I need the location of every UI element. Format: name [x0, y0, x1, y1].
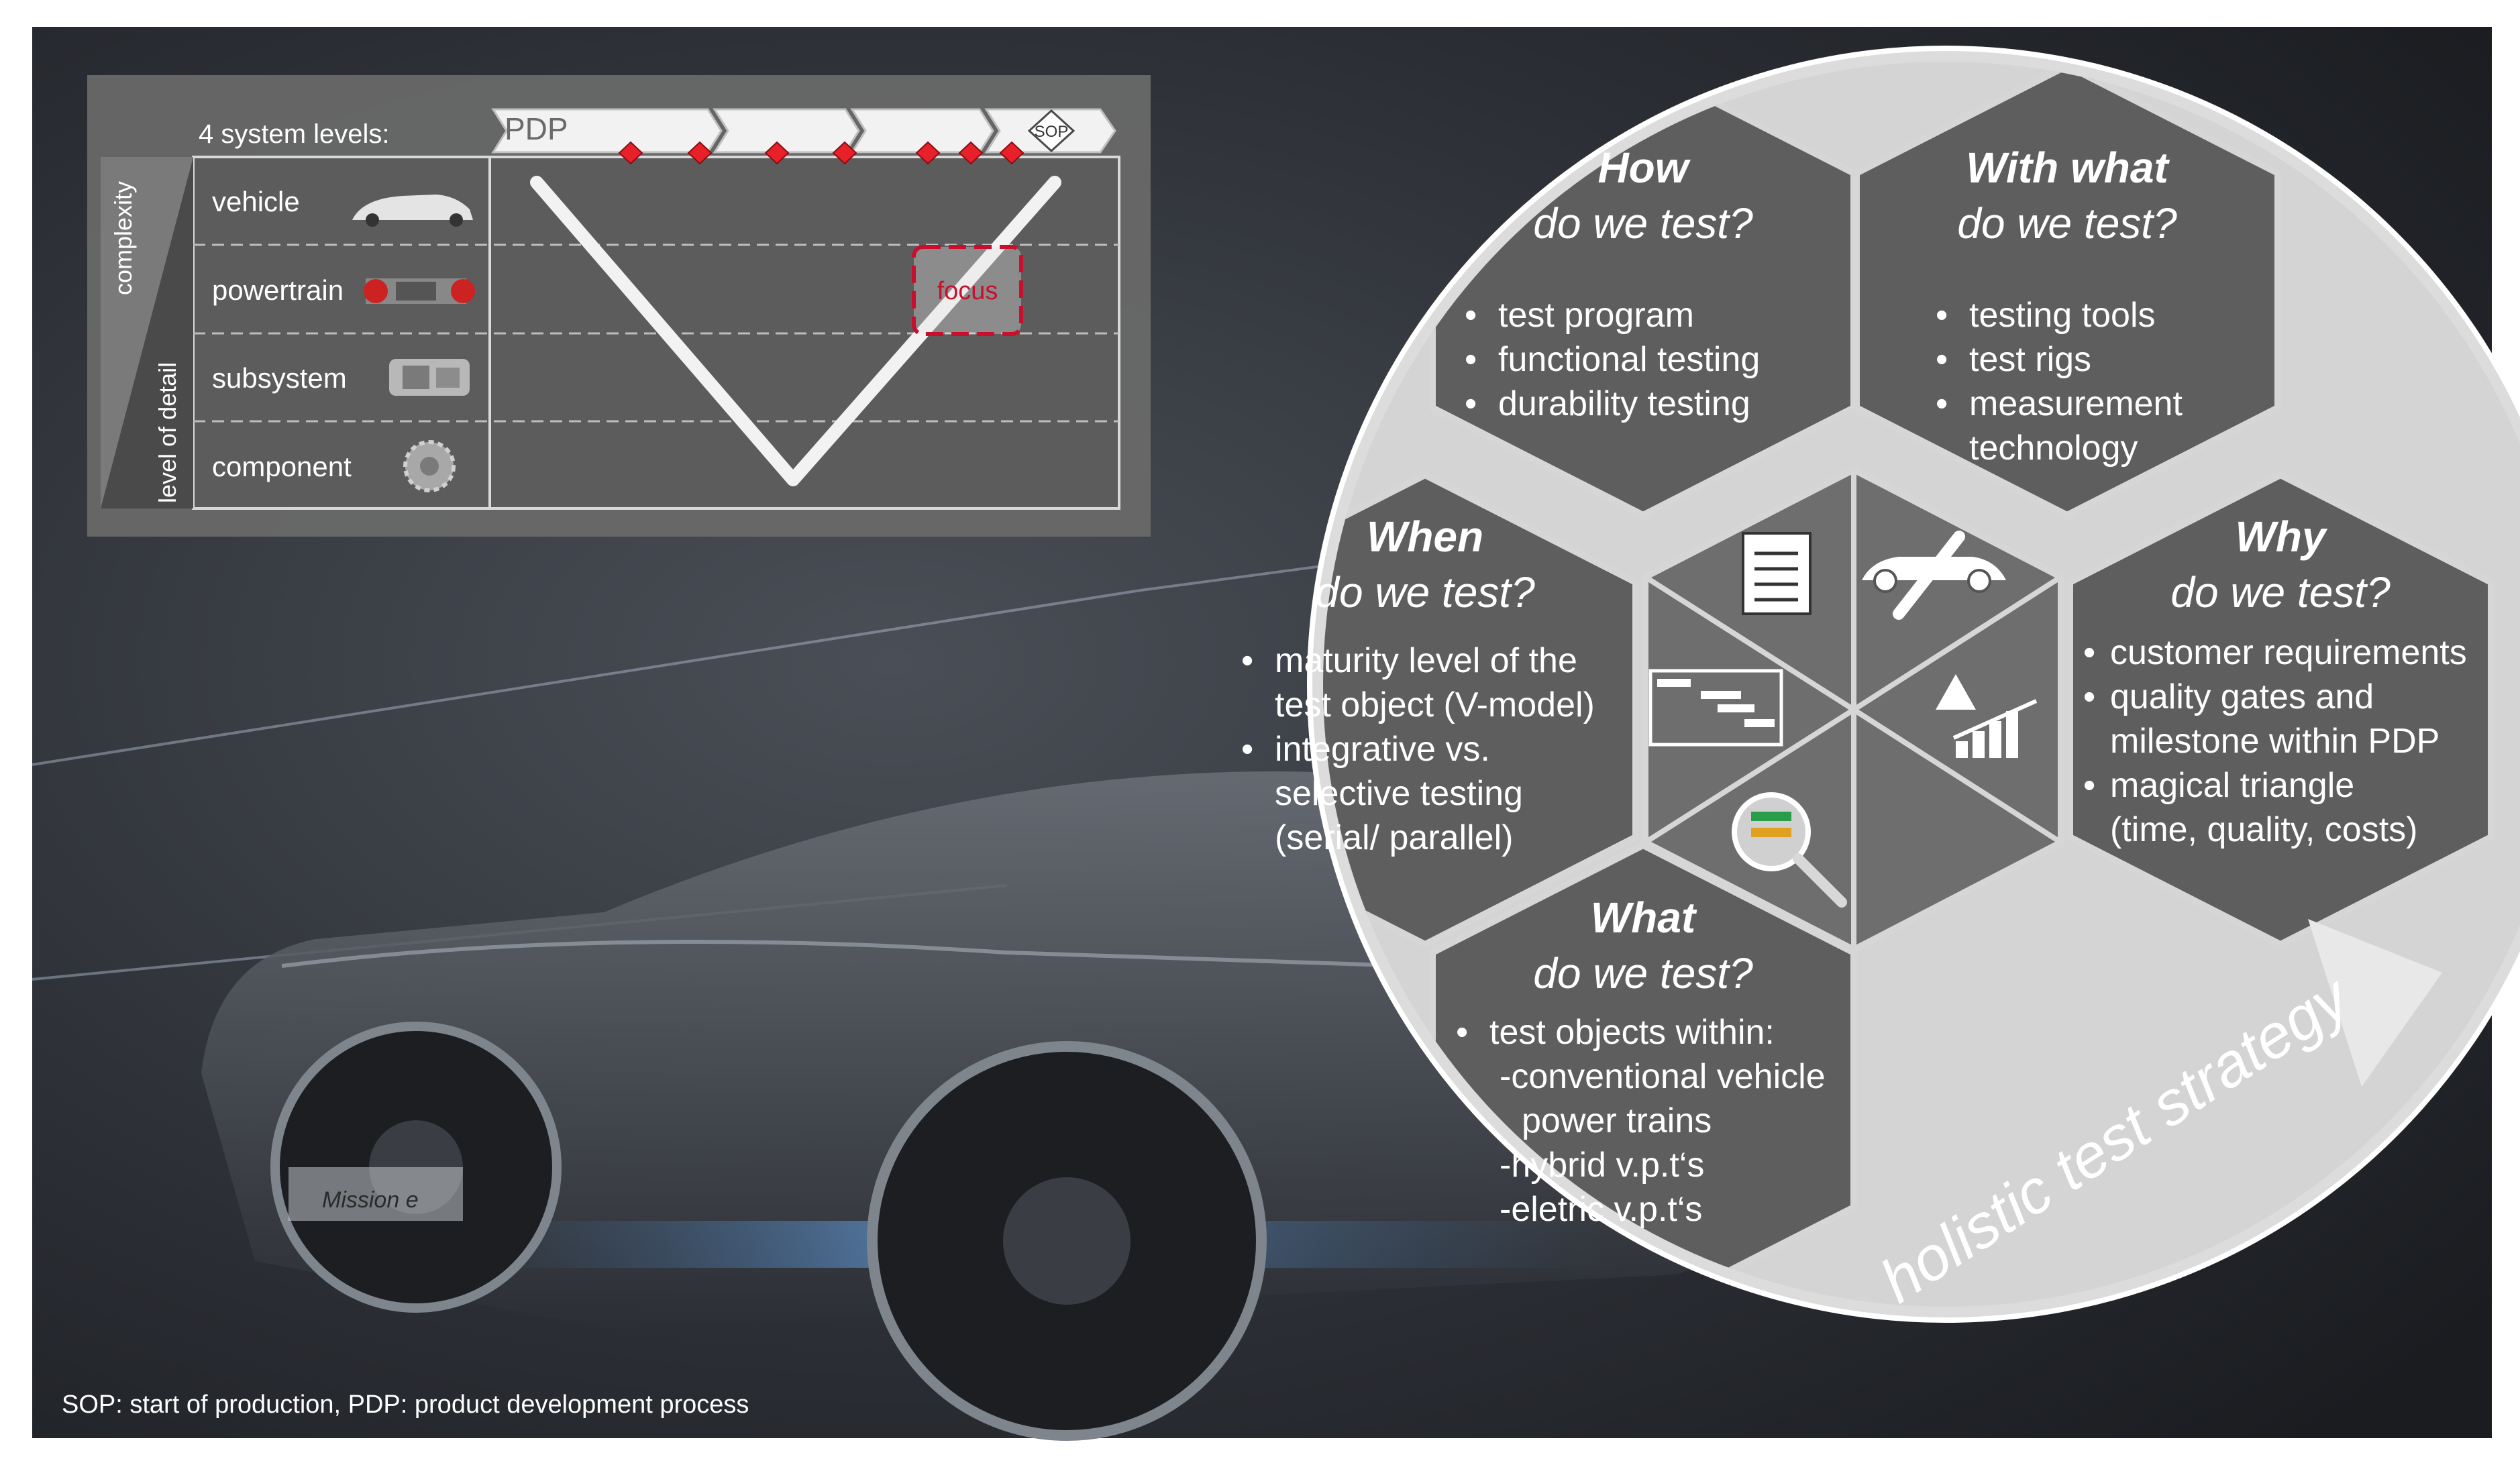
svg-text:•: • [1456, 1013, 1468, 1052]
svg-text:•: • [1241, 641, 1253, 680]
svg-text:SOP: SOP [1035, 123, 1069, 141]
ring-arrow [2308, 919, 2442, 1087]
level-component: component [212, 451, 352, 482]
how-bullet: durability testing [1498, 384, 1750, 423]
footnote: SOP: start of production, PDP: product d… [62, 1391, 749, 1419]
v-model-curve [530, 176, 1061, 486]
what-bullet: -eletric v.p.t‘s [1500, 1190, 1702, 1229]
magnifier-icon [1732, 792, 1847, 908]
car-wrench-icon [1862, 531, 2006, 620]
sop-milestone: SOP [1027, 109, 1075, 153]
milestone-marker [618, 141, 643, 165]
with-what-subtitle: do we test? [1957, 199, 2177, 248]
milestone-marker [958, 141, 984, 165]
with-what-title: With what [1966, 144, 2170, 192]
what-bullet: power trains [1522, 1101, 1712, 1140]
how-bullet: functional testing [1498, 340, 1760, 379]
how-title: How [1597, 144, 1691, 192]
with-what-bullet: measurement [1969, 384, 2183, 423]
svg-text:focus: focus [937, 277, 998, 305]
level-of-detail-label: level of detail [154, 362, 181, 503]
how-subtitle: do we test? [1533, 199, 1753, 248]
when-subtitle: do we test? [1315, 568, 1535, 616]
complexity-label: complexity [109, 181, 137, 295]
when-bullets: • maturity level of the test object (V-m… [1241, 641, 1595, 857]
milestone-marker [999, 141, 1025, 165]
milestone-marker [764, 141, 790, 165]
svg-text:•: • [1936, 384, 1948, 423]
why-bullet: (time, quality, costs) [2110, 810, 2417, 849]
what-subtitle: do we test? [1533, 949, 1753, 997]
vehicle-icon [352, 195, 473, 227]
why-bullet: magical triangle [2110, 766, 2354, 805]
level-subsystem: subsystem [212, 362, 347, 394]
with-what-bullets: • testing tools • test rigs • measuremen… [1936, 296, 2183, 468]
svg-text:•: • [2083, 633, 2095, 672]
why-title: Why [2235, 512, 2328, 561]
why-bullet: milestone within PDP [2110, 722, 2439, 761]
pdp-timeline [491, 108, 1116, 154]
why-subtitle: do we test? [2170, 568, 2391, 616]
component-icon [403, 440, 456, 492]
what-bullet: test objects within: [1489, 1013, 1775, 1052]
subsystem-icon [389, 359, 470, 396]
system-levels-label: 4 system levels: [199, 119, 390, 149]
when-bullet: test object (V-model) [1275, 686, 1595, 724]
milestone-marker [832, 141, 857, 165]
hex-why [2066, 471, 2495, 948]
with-what-bullet: testing tools [1969, 296, 2156, 335]
when-title: When [1367, 512, 1483, 561]
v-model-panel: complexity level of detail 4 system leve… [87, 75, 1151, 537]
svg-text:•: • [2083, 766, 2095, 805]
pdp-label: PDP [505, 111, 568, 146]
when-bullet: integrative vs. [1275, 730, 1490, 769]
svg-text:•: • [1465, 296, 1477, 335]
milestone-marker [915, 141, 941, 165]
why-bullet: quality gates and [2110, 677, 2374, 716]
powertrain-icon [364, 278, 475, 304]
when-bullet: maturity level of the [1275, 641, 1577, 680]
hex-when [1323, 471, 1639, 948]
when-bullet: (serial/ parallel) [1275, 818, 1513, 857]
strategy-circle: holistic test strategy [1241, 46, 2520, 1323]
svg-text:•: • [1936, 340, 1948, 379]
svg-text:•: • [1465, 340, 1477, 379]
level-vehicle: vehicle [212, 186, 300, 217]
svg-text:•: • [1241, 730, 1253, 769]
what-bullet: -hybrid v.p.t‘s [1500, 1146, 1704, 1185]
svg-text:•: • [1465, 384, 1477, 423]
with-what-bullet: test rigs [1969, 340, 2091, 379]
document-icon [1742, 532, 1812, 615]
focus-box: focus [912, 245, 1023, 336]
what-bullet: -conventional vehicle [1500, 1057, 1826, 1096]
why-bullet: customer requirements [2110, 633, 2467, 672]
how-bullet: test program [1498, 296, 1694, 335]
milestone-markers [618, 141, 1025, 165]
why-bullets: • customer requirements • quality gates … [2083, 633, 2467, 849]
car-badge: Mission e [322, 1187, 419, 1213]
when-bullet: selective testing [1275, 774, 1523, 813]
with-what-bullet: technology [1969, 429, 2138, 468]
level-powertrain: powertrain [212, 274, 344, 306]
svg-text:•: • [2083, 677, 2095, 716]
svg-text:•: • [1936, 296, 1948, 335]
what-title: What [1591, 893, 1697, 942]
milestone-marker [687, 141, 713, 165]
triangle-chart-icon [1936, 674, 2038, 758]
how-bullets: • test program • functional testing • du… [1465, 296, 1760, 423]
what-bullets: • test objects within: -conventional veh… [1456, 1013, 1826, 1229]
gantt-chart-icon [1648, 669, 1783, 747]
